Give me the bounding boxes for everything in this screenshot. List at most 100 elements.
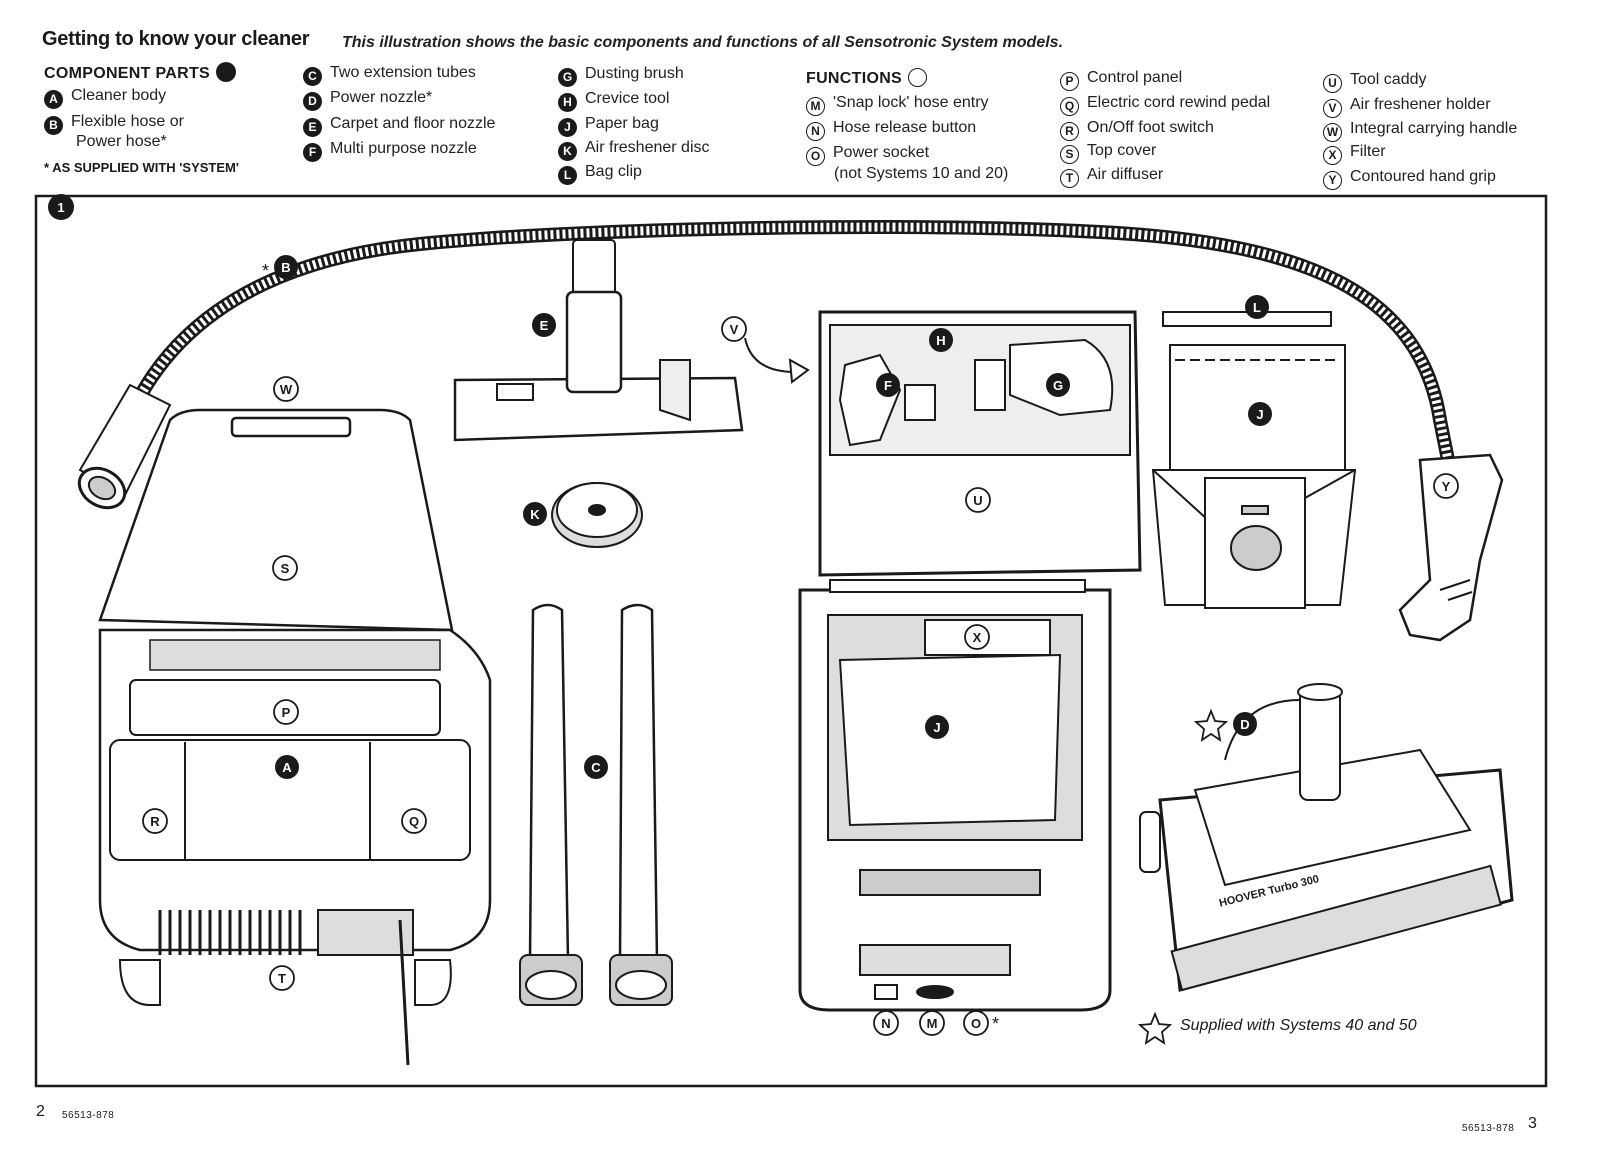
hose-ribs <box>105 222 1455 481</box>
callout-badge: B <box>44 115 63 135</box>
svg-text:Q: Q <box>409 814 419 829</box>
callout-badge: A <box>44 89 63 109</box>
function-label: Control panel <box>1087 69 1183 86</box>
callout-badge: G <box>558 67 577 87</box>
svg-text:K: K <box>530 507 540 522</box>
power-nozzle <box>1139 683 1514 992</box>
open-circle-icon <box>908 68 928 87</box>
svg-text:F: F <box>884 378 892 393</box>
star-icon <box>1193 708 1229 742</box>
function-label: Power socket <box>833 144 930 161</box>
part-item-k: K Air freshener disc <box>558 139 710 161</box>
part-item-l: L Bag clip <box>558 163 642 185</box>
function-item-r: R On/Off foot switch <box>1060 119 1214 141</box>
part-label: Carpet and floor nozzle <box>330 115 496 132</box>
part-label: Two extension tubes <box>330 64 476 81</box>
part-item-e: E Carpet and floor nozzle <box>303 115 495 137</box>
svg-text:H: H <box>936 333 945 348</box>
document-code-right: 56513-878 <box>1462 1123 1515 1134</box>
svg-text:D: D <box>1240 717 1249 732</box>
cleaner-body-open <box>798 310 1142 1012</box>
paper-bag <box>1151 344 1357 609</box>
svg-text:T: T <box>278 971 286 986</box>
component-parts-heading: COMPONENT PARTS <box>44 62 236 83</box>
system-supply-note: * AS SUPPLIED WITH 'SYSTEM' <box>44 160 239 175</box>
callout-badge: Y <box>1323 170 1342 190</box>
function-label: Air freshener holder <box>1350 96 1491 113</box>
callout-badge: Q <box>1060 96 1079 116</box>
svg-text:O: O <box>971 1016 981 1031</box>
callout-badge: X <box>1323 145 1342 165</box>
air-freshener-disc <box>551 482 643 548</box>
part-label: Bag clip <box>585 163 642 180</box>
svg-text:J: J <box>1256 407 1263 422</box>
figure-frame <box>34 194 1548 1088</box>
svg-text:W: W <box>280 382 293 397</box>
svg-text:G: G <box>1053 378 1063 393</box>
extension-tube-left <box>519 603 583 1006</box>
page-number-right: 3 <box>1528 1115 1537 1132</box>
callout-badge: S <box>1060 144 1079 164</box>
function-item-q: Q Electric cord rewind pedal <box>1060 94 1270 116</box>
part-label: Air freshener disc <box>585 139 710 156</box>
callout-badge: C <box>303 66 322 86</box>
filled-circle-icon <box>215 62 236 82</box>
svg-text:P: P <box>282 705 291 720</box>
callout-badge: H <box>558 92 577 112</box>
callout-badge: N <box>806 121 825 141</box>
bag-clip-bar <box>1162 311 1332 327</box>
callout-badge: K <box>558 141 577 161</box>
part-item-d: D Power nozzle* <box>303 89 432 111</box>
function-label: Air diffuser <box>1087 166 1164 183</box>
star-icon <box>1137 1011 1173 1045</box>
svg-text:M: M <box>927 1016 938 1031</box>
part-item-g: G Dusting brush <box>558 65 684 87</box>
svg-text:N: N <box>881 1016 890 1031</box>
part-label: Paper bag <box>585 115 659 132</box>
function-label: 'Snap lock' hose entry <box>833 94 989 111</box>
part-item-c: C Two extension tubes <box>303 64 476 86</box>
part-item-f: F Multi purpose nozzle <box>303 140 477 162</box>
svg-text:S: S <box>281 561 290 576</box>
svg-text:L: L <box>1253 300 1261 315</box>
svg-text:A: A <box>282 760 292 775</box>
svg-text:U: U <box>973 493 982 508</box>
component-parts-heading-text: COMPONENT PARTS <box>44 65 210 82</box>
part-label: Power nozzle* <box>330 89 433 106</box>
function-label: On/Off foot switch <box>1087 119 1214 136</box>
callout-badge: W <box>1323 122 1342 142</box>
page-subtitle: This illustration shows the basic compon… <box>342 34 1064 51</box>
svg-text:R: R <box>150 814 160 829</box>
function-label-continued: (not Systems 10 and 20) <box>834 165 1009 182</box>
callout-badge: E <box>303 117 322 137</box>
callout-badge: O <box>806 146 825 166</box>
part-label: Dusting brush <box>585 65 684 82</box>
function-label: Electric cord rewind pedal <box>1087 94 1271 111</box>
callout-badge: R <box>1060 121 1079 141</box>
svg-text:*: * <box>262 261 269 281</box>
page-number-left: 2 <box>36 1103 45 1120</box>
figure-number-text: 1 <box>57 200 64 215</box>
freshener-arrow <box>744 337 796 373</box>
part-label-continued: Power hose* <box>76 133 167 150</box>
svg-text:*: * <box>992 1014 999 1034</box>
hose-cuff <box>77 383 172 510</box>
functions-heading: FUNCTIONS <box>806 68 928 88</box>
part-label: Multi purpose nozzle <box>330 140 477 157</box>
callout-badge: D <box>303 91 322 111</box>
callout-badge: L <box>558 165 577 185</box>
hand-grip <box>1398 453 1504 642</box>
svg-text:C: C <box>591 760 601 775</box>
callout-badge: F <box>303 142 322 162</box>
